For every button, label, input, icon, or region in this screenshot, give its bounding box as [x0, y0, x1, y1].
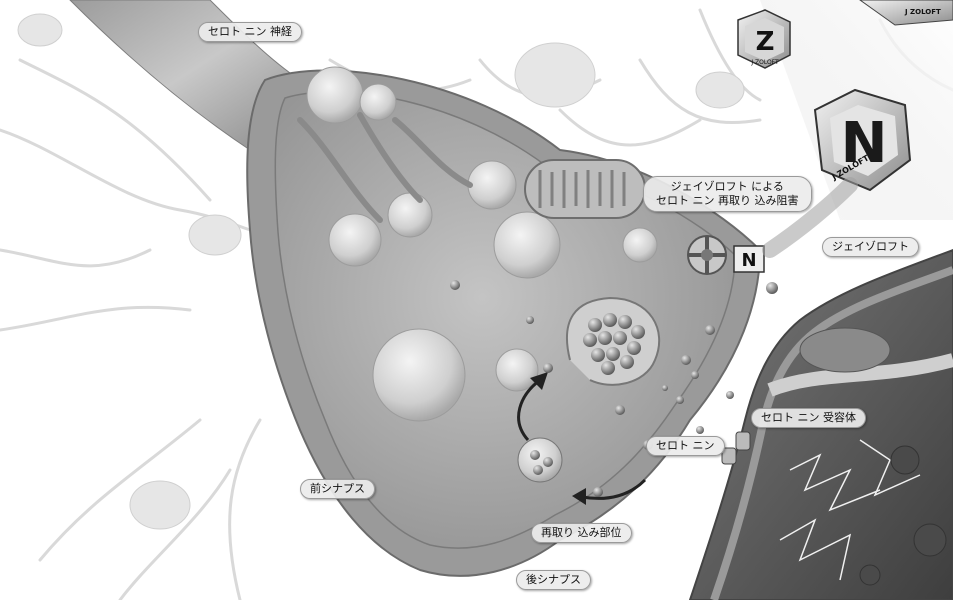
pill-top-brand: J ZOLOFT	[750, 59, 779, 66]
postsynaptic-organelle	[800, 328, 890, 372]
svg-text:N: N	[741, 250, 756, 271]
label-presynapse: 前シナプス	[300, 479, 375, 499]
label-zoloft: ジェイゾロフト	[822, 237, 919, 257]
mitochondrion	[525, 160, 645, 218]
label-zoloft-reuptake-inhibition: ジェイゾロフト による セロト ニン 再取り 込み阻害	[643, 176, 812, 212]
reuptake-transporter	[688, 236, 726, 274]
zoloft-molecule-blocker: N	[734, 246, 764, 272]
label-postsynapse: 後シナプス	[516, 570, 591, 590]
pill-top-letter: Z	[756, 27, 775, 57]
label-serotonin-receptor: セロト ニン 受容体	[751, 408, 866, 428]
zoloft-pill-top: Z J ZOLOFT	[738, 10, 790, 68]
label-serotonin-neuron: セロト ニン 神経	[198, 22, 302, 42]
recycled-vesicle	[518, 438, 562, 482]
label-serotonin: セロト ニン	[646, 436, 725, 456]
label-reuptake-site: 再取り 込み部位	[531, 523, 632, 543]
label-zoloft-inhibition-line1: ジェイゾロフト による	[656, 180, 799, 194]
label-zoloft-inhibition-line2: セロト ニン 再取り 込み阻害	[656, 194, 799, 208]
pill-corner-brand: J ZOLOFT	[904, 8, 941, 16]
